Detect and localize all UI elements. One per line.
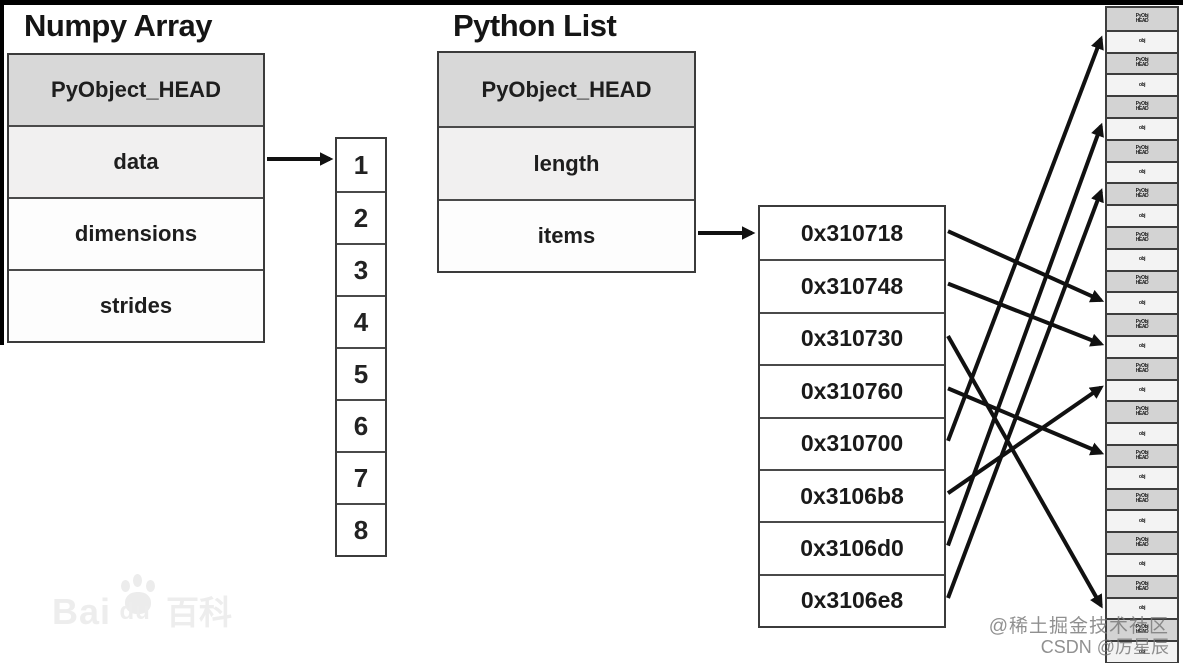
address-cell-0x310730: 0x310730 [760, 311, 944, 364]
memory-cell-value: obj [1107, 291, 1177, 314]
numpy-row-dimensions: dimensions [9, 197, 263, 269]
arrow-0x3106d0-to-memory [946, 122, 1104, 547]
address-cell-0x310760: 0x310760 [760, 364, 944, 416]
buffer-cell-7: 7 [337, 451, 385, 503]
numpy-row-strides: strides [9, 269, 263, 341]
arrow-0x310718-to-memory [947, 229, 1105, 303]
buffer-cell-1: 1 [353, 149, 369, 180]
top-black-bar [0, 0, 1183, 5]
python-list-row-length: length [439, 126, 694, 199]
arrow-0x310730-to-memory [946, 335, 1103, 609]
buffer-cell-8: 8 [337, 503, 385, 555]
memory-cell-value: obj [1107, 116, 1177, 139]
arrow-0x310760-to-memory [947, 386, 1105, 456]
arrow-0x310748-to-memory [947, 281, 1105, 347]
baidu-baike-watermark: Bai du 百科 [52, 574, 232, 634]
memory-cell-value: obj [1107, 29, 1177, 52]
numpy-row-data: data [9, 125, 263, 197]
arrow-0x3106e8-to-memory [946, 188, 1104, 599]
address-cell-0x3106e8: 0x3106e8 [760, 573, 944, 626]
buffer-cell-4: 4 [337, 295, 385, 347]
address-cell-0x310718: 0x310718 [800, 219, 904, 246]
memory-cell-value: obj [1107, 334, 1177, 357]
memory-cell-value: obj [1107, 160, 1177, 183]
address-cell-0x3106d0: 0x3106d0 [760, 521, 944, 573]
address-cell-0x310748: 0x310748 [760, 259, 944, 311]
memory-cell-value: obj [1107, 552, 1177, 575]
memory-cell-value: obj [1107, 247, 1177, 270]
numpy-array-title: Numpy Array [24, 8, 213, 43]
memory-cell-value: obj [1107, 640, 1177, 662]
baidu-watermark-latin: Bai [52, 591, 112, 632]
buffer-cell-3: 3 [337, 243, 385, 295]
csdn-watermark: @稀土掘金技术社区 CSDN @厉星辰 [989, 616, 1169, 658]
buffer-cell-5: 5 [337, 347, 385, 399]
memory-cell-value: obj [1107, 73, 1177, 96]
arrow-0x310700-to-memory [946, 35, 1104, 442]
memory-cell-value: obj [1107, 204, 1177, 226]
numpy-row-pyobject-head: PyObject_HEAD [9, 55, 263, 125]
memory-cell-value: obj [1107, 596, 1177, 619]
buffer-cell-2: 2 [337, 191, 385, 243]
memory-cell-value: obj [1107, 378, 1177, 401]
baidu-paw-icon: du [115, 574, 161, 634]
left-black-strip [0, 0, 4, 345]
python-list-title: Python List [453, 8, 617, 43]
python-list-row-pyobject-head: PyObject_HEAD [439, 53, 694, 126]
address-cell-0x3106b8: 0x3106b8 [760, 468, 944, 521]
python-list-row-items: items [439, 199, 694, 271]
memory-cell-value: obj [1107, 422, 1177, 444]
baidu-watermark-cjk: 百科 [165, 594, 232, 631]
buffer-cell-6: 6 [337, 399, 385, 451]
memory-cell-value: obj [1107, 509, 1177, 532]
memory-cell-value: obj [1107, 465, 1177, 488]
address-cell-0x310700: 0x310700 [760, 416, 944, 469]
csdn-author-watermark-text: CSDN @厉星辰 [1040, 637, 1169, 657]
arrow-0x3106b8-to-memory [946, 385, 1104, 495]
community-watermark-text: @稀土掘金技术社区 [988, 616, 1169, 637]
